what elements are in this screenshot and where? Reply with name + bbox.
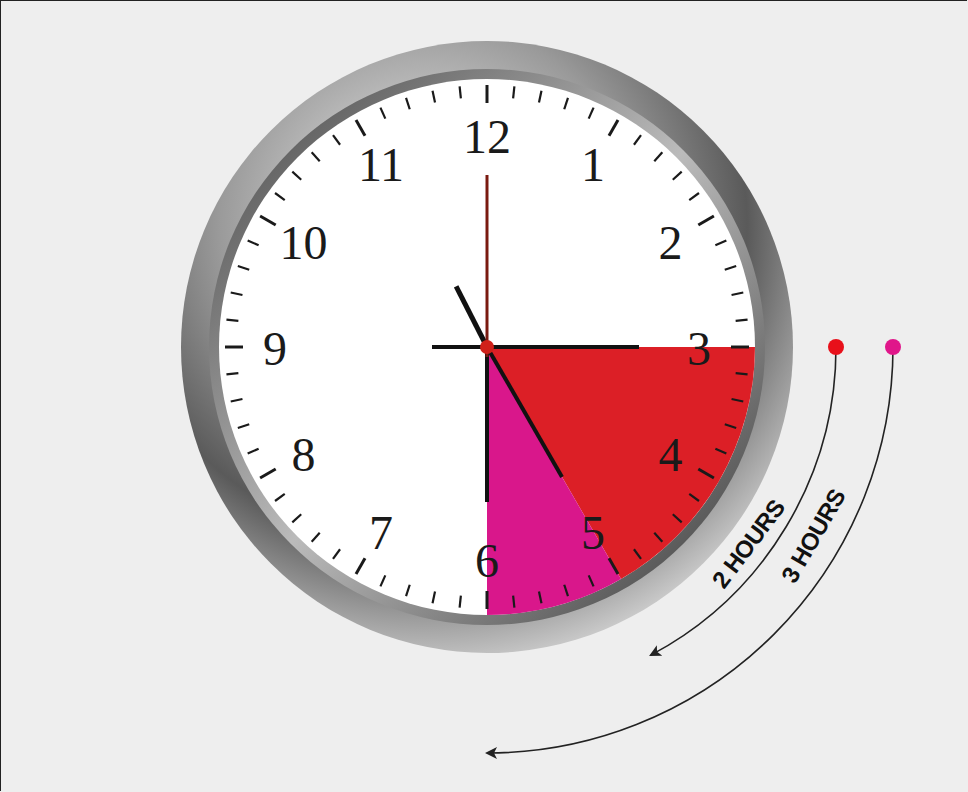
tick-mark: [539, 592, 541, 604]
tick-mark: [513, 86, 514, 98]
tick-mark: [689, 494, 699, 501]
tick-mark: [356, 120, 365, 136]
hand-to-three: [432, 345, 639, 349]
tick-mark: [564, 585, 568, 596]
clock-numeral: 12: [463, 113, 511, 161]
clock-bezel: [181, 41, 793, 653]
tick-mark: [312, 152, 320, 161]
tick-mark: [486, 591, 489, 609]
tick-mark: [725, 424, 736, 428]
tick-mark: [715, 449, 726, 454]
start-dot: [828, 339, 844, 355]
tick-mark: [225, 346, 243, 349]
tick-mark: [673, 172, 682, 180]
clock-numeral: 8: [291, 431, 315, 479]
tick-mark: [248, 240, 259, 245]
tick-mark: [260, 216, 276, 225]
clock-numeral: 9: [263, 325, 287, 373]
clock-numeral: 11: [358, 141, 404, 189]
tick-mark: [260, 469, 276, 478]
tick-mark: [654, 533, 662, 542]
clock-numeral: 3: [687, 325, 711, 373]
tick-mark: [292, 172, 301, 180]
tick-mark: [698, 469, 714, 478]
tick-mark: [698, 216, 714, 225]
tick-mark: [333, 549, 340, 559]
three-hour-arrow: [487, 347, 893, 753]
minute-ticks: [225, 85, 749, 609]
tick-mark: [460, 86, 461, 98]
clock-numeral: 5: [581, 509, 605, 557]
tick-mark: [406, 98, 410, 109]
tick-mark: [564, 98, 568, 109]
tick-mark: [333, 135, 340, 145]
clock-numeral: 1: [581, 141, 605, 189]
start-dot: [885, 339, 901, 355]
tick-mark: [226, 373, 238, 374]
duration-label: 2 HOURS: [708, 495, 789, 592]
clock-hands: [432, 175, 639, 502]
tick-mark: [736, 373, 748, 374]
tick-mark: [689, 193, 699, 200]
tick-mark: [539, 91, 541, 103]
tick-mark: [275, 494, 285, 501]
clock-numeral: 10: [279, 219, 327, 267]
tick-mark: [460, 596, 461, 608]
minute-hand: [486, 175, 489, 357]
tick-mark: [231, 293, 243, 295]
tick-mark: [486, 85, 489, 103]
tick-mark: [673, 514, 682, 522]
tick-mark: [634, 135, 641, 145]
tick-mark: [715, 240, 726, 245]
tick-mark: [589, 575, 594, 586]
duration-label: 3 HOURS: [777, 485, 849, 586]
tick-mark: [513, 596, 514, 608]
tick-mark: [406, 585, 410, 596]
hand-pivot: [480, 340, 494, 354]
tick-mark: [732, 293, 744, 295]
tick-mark: [736, 320, 748, 321]
tick-mark: [731, 346, 749, 349]
tick-mark: [231, 399, 243, 401]
tick-mark: [226, 320, 238, 321]
hand-to-six: [485, 347, 489, 502]
tick-mark: [433, 592, 435, 604]
clock-face: [219, 79, 755, 615]
two-hour-arrow: [651, 347, 836, 655]
duration-arrows: [487, 339, 901, 753]
tick-mark: [356, 558, 365, 574]
tick-mark: [634, 549, 641, 559]
tick-mark: [433, 91, 435, 103]
clock-numeral: 2: [659, 219, 683, 267]
clock-numeral: 7: [369, 509, 393, 557]
tick-mark: [725, 266, 736, 270]
tick-mark: [238, 424, 249, 428]
tick-mark: [292, 514, 301, 522]
tick-mark: [238, 266, 249, 270]
hour-hand: [456, 286, 487, 347]
clock-numeral: 4: [659, 431, 683, 479]
hand-to-five: [487, 347, 562, 477]
tick-mark: [654, 152, 662, 161]
tick-mark: [589, 108, 594, 119]
time-sector: [487, 347, 621, 615]
clock-numeral: 6: [475, 537, 499, 585]
tick-mark: [609, 558, 618, 574]
tick-mark: [609, 120, 618, 136]
tick-mark: [275, 193, 285, 200]
tick-mark: [380, 108, 385, 119]
tick-mark: [312, 533, 320, 542]
clock-rim: [209, 69, 765, 625]
tick-mark: [380, 575, 385, 586]
tick-mark: [248, 449, 259, 454]
tick-mark: [732, 399, 744, 401]
